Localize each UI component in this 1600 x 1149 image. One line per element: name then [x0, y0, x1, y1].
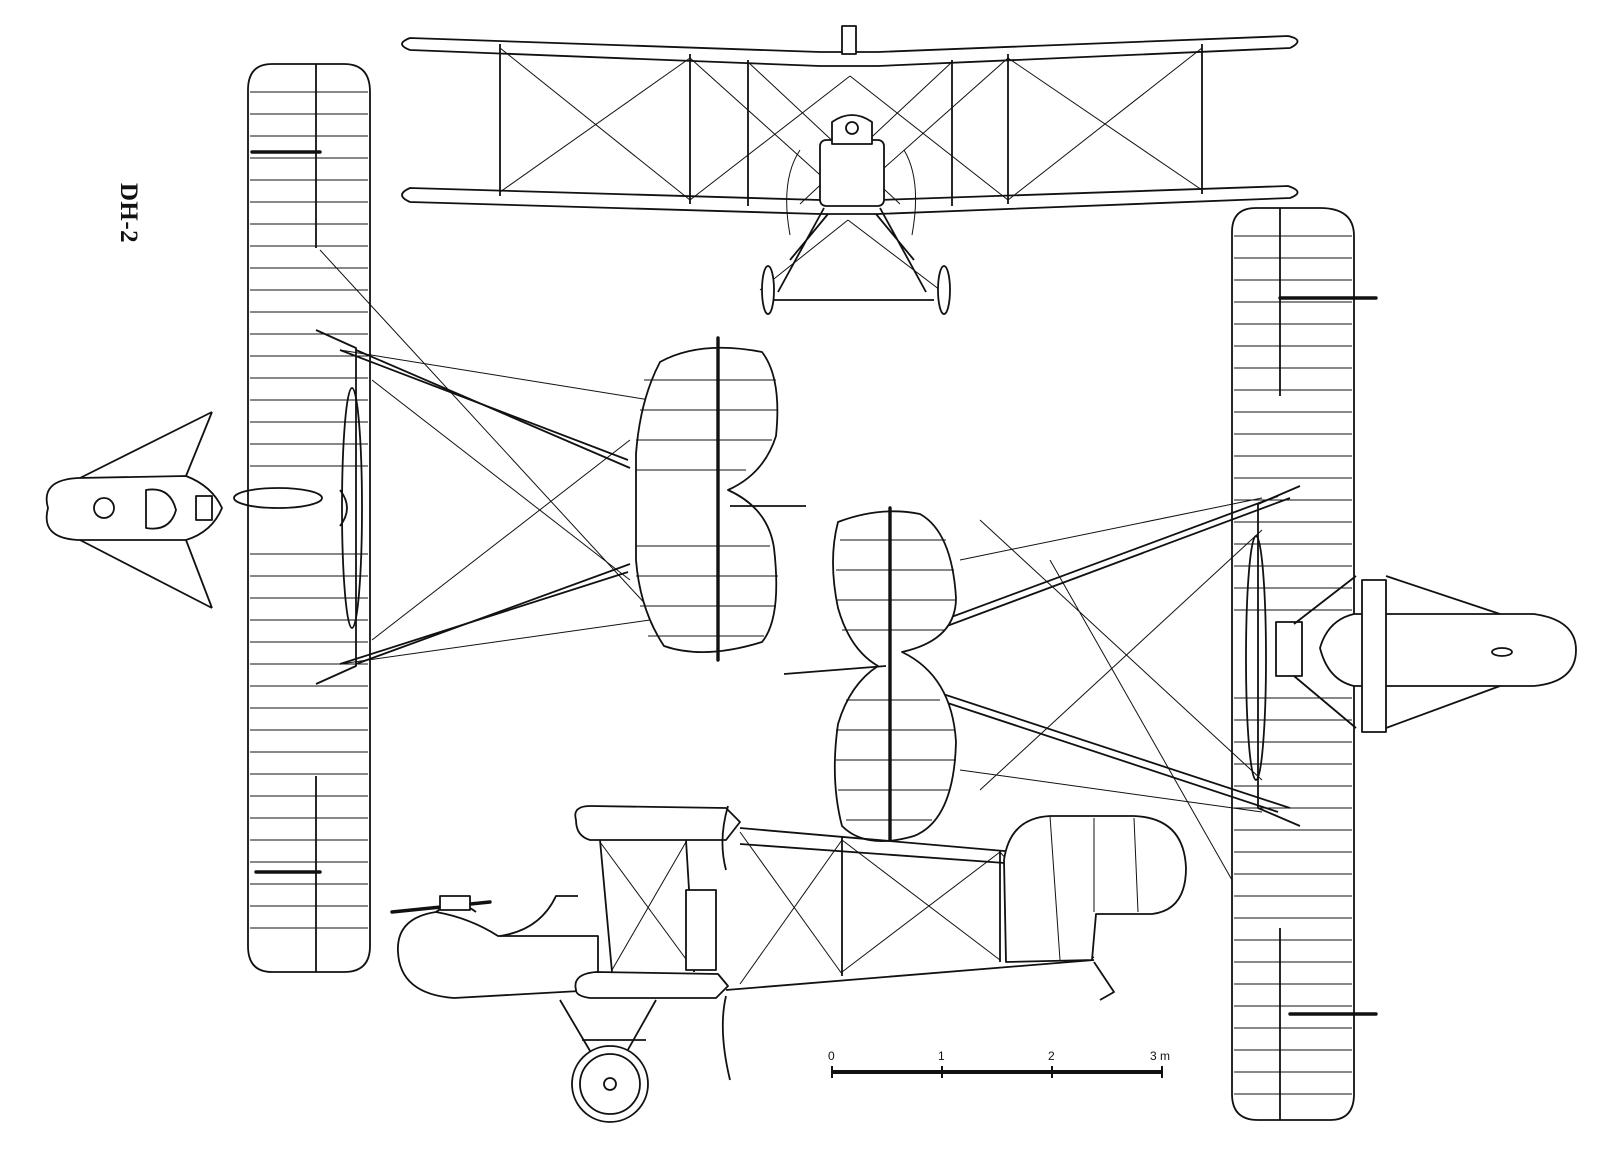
pilot-head — [845, 121, 859, 135]
nacelle-struts-top — [79, 411, 213, 609]
radiator-top — [195, 495, 213, 521]
scale-tick-2: 2 — [1048, 1049, 1055, 1063]
cockpit-plan-top — [145, 488, 177, 530]
wheel-inner-side — [579, 1053, 641, 1115]
engine-cylinders-bottom — [1275, 621, 1303, 677]
gravity-tank — [841, 25, 857, 55]
nacelle-struts-bottom — [1293, 575, 1501, 729]
wing-plan-top — [247, 63, 371, 973]
nacelle-side — [397, 911, 599, 999]
tailskid-side — [1093, 961, 1115, 1001]
aircraft-designation: DH-2 — [115, 182, 142, 244]
plan-view-bottom — [783, 207, 1577, 1121]
engine-side — [685, 889, 717, 971]
boom-bracing-bottom — [959, 497, 1263, 881]
scale-tick-1: 1 — [938, 1049, 945, 1063]
propeller-front — [786, 149, 917, 236]
rudder-bottom — [783, 665, 887, 675]
scale-tick-0: 0 — [828, 1049, 835, 1063]
fin-side — [1003, 815, 1187, 963]
fuel-tank-top — [233, 487, 323, 509]
fin-ribs-side — [1049, 815, 1139, 961]
tail-booms-bottom — [883, 495, 1291, 813]
lower-wing-side — [574, 971, 729, 999]
propeller-hub-top — [339, 489, 348, 527]
boom-mount-bottom — [1257, 485, 1301, 827]
engine-cowl — [831, 114, 873, 145]
boom-bracing-top — [319, 249, 661, 665]
wing-bracing-side — [599, 841, 695, 971]
tail-ribs-bottom — [836, 539, 956, 821]
axle-bottom — [1361, 579, 1387, 733]
front-view — [401, 25, 1299, 315]
scale-bar — [831, 1066, 1163, 1078]
nacelle-plan-bottom — [1319, 613, 1577, 687]
landing-gear-front — [770, 207, 934, 301]
propeller-side — [721, 805, 731, 1081]
boom-mount-top — [315, 329, 357, 685]
wheel-right-front — [937, 265, 951, 315]
nacelle-front — [819, 139, 885, 207]
scale-tick-3: 3 m — [1150, 1049, 1171, 1063]
upper-wing-front — [401, 35, 1299, 67]
tailplane-bottom — [832, 510, 957, 843]
interplane-struts — [499, 44, 1203, 206]
cockpit-plan-bottom — [1491, 647, 1513, 657]
pilot-head-top — [93, 497, 115, 519]
plan-view-top — [45, 63, 806, 973]
tail-booms-top — [339, 349, 631, 665]
wheel-side — [571, 1045, 649, 1123]
propeller-disc-top — [341, 387, 363, 629]
tail-ribs-top — [636, 379, 778, 637]
wheel-left-front — [761, 265, 775, 315]
side-view — [390, 805, 1187, 1123]
gun-breech — [439, 895, 471, 911]
boom-struts-side — [841, 836, 1001, 976]
upper-wing-side — [574, 805, 741, 841]
propeller-disc-bottom — [1245, 535, 1267, 781]
nacelle-plan-top — [45, 475, 223, 541]
wheel-hub-side — [603, 1077, 617, 1091]
